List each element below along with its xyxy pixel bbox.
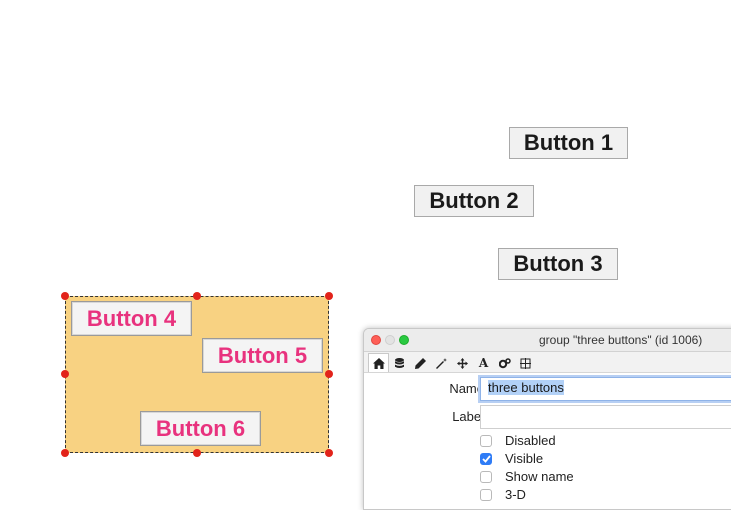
resize-handle-left[interactable] [61,370,69,378]
magic-wand-icon[interactable] [431,354,452,372]
button-5[interactable]: Button 5 [202,338,323,373]
zoom-window-button[interactable] [399,335,409,345]
resize-handle-bottom-left[interactable] [61,449,69,457]
3d-checkbox[interactable] [480,488,492,501]
disabled-option[interactable]: Disabled [480,433,556,448]
window-titlebar[interactable]: group "three buttons" (id 1006) [364,329,731,352]
button-4[interactable]: Button 4 [71,301,192,336]
close-window-button[interactable] [371,335,381,345]
grid-icon[interactable] [515,354,536,372]
disabled-label: Disabled [505,433,556,448]
gears-icon[interactable] [494,354,515,372]
3d-option[interactable]: 3-D [480,487,526,502]
show-name-label: Show name [505,469,574,484]
resize-handle-bottom[interactable] [193,449,201,457]
database-icon[interactable] [389,354,410,372]
visible-option[interactable]: Visible [480,451,543,466]
move-icon[interactable] [452,354,473,372]
window-title: group "three buttons" (id 1006) [539,333,703,347]
resize-handle-top-right[interactable] [325,292,333,300]
label-field[interactable] [480,405,731,429]
name-field[interactable]: three buttons [480,377,731,401]
disabled-checkbox[interactable] [480,434,492,447]
show-name-option[interactable]: Show name [480,469,574,484]
checkmark-icon [481,454,491,463]
resize-handle-bottom-right[interactable] [325,449,333,457]
resize-handle-top-left[interactable] [61,292,69,300]
name-label: Name [449,381,484,396]
name-field-value: three buttons [488,380,564,395]
3d-label: 3-D [505,487,526,502]
home-icon[interactable] [368,353,389,372]
button-3[interactable]: Button 3 [498,248,618,280]
show-name-checkbox[interactable] [480,470,492,483]
visible-checkbox[interactable] [480,452,492,465]
label-label: Label [452,409,484,424]
pencil-icon[interactable] [410,354,431,372]
minimize-window-button[interactable] [385,335,395,345]
resize-handle-top[interactable] [193,292,201,300]
resize-handle-right[interactable] [325,370,333,378]
text-icon[interactable]: A [478,356,489,370]
inspector-tab-bar: A [364,352,731,373]
button-1[interactable]: Button 1 [509,127,628,159]
property-inspector-window: group "three buttons" (id 1006) A Name t… [363,328,731,510]
button-2[interactable]: Button 2 [414,185,534,217]
visible-label: Visible [505,451,544,466]
button-6[interactable]: Button 6 [140,411,261,446]
